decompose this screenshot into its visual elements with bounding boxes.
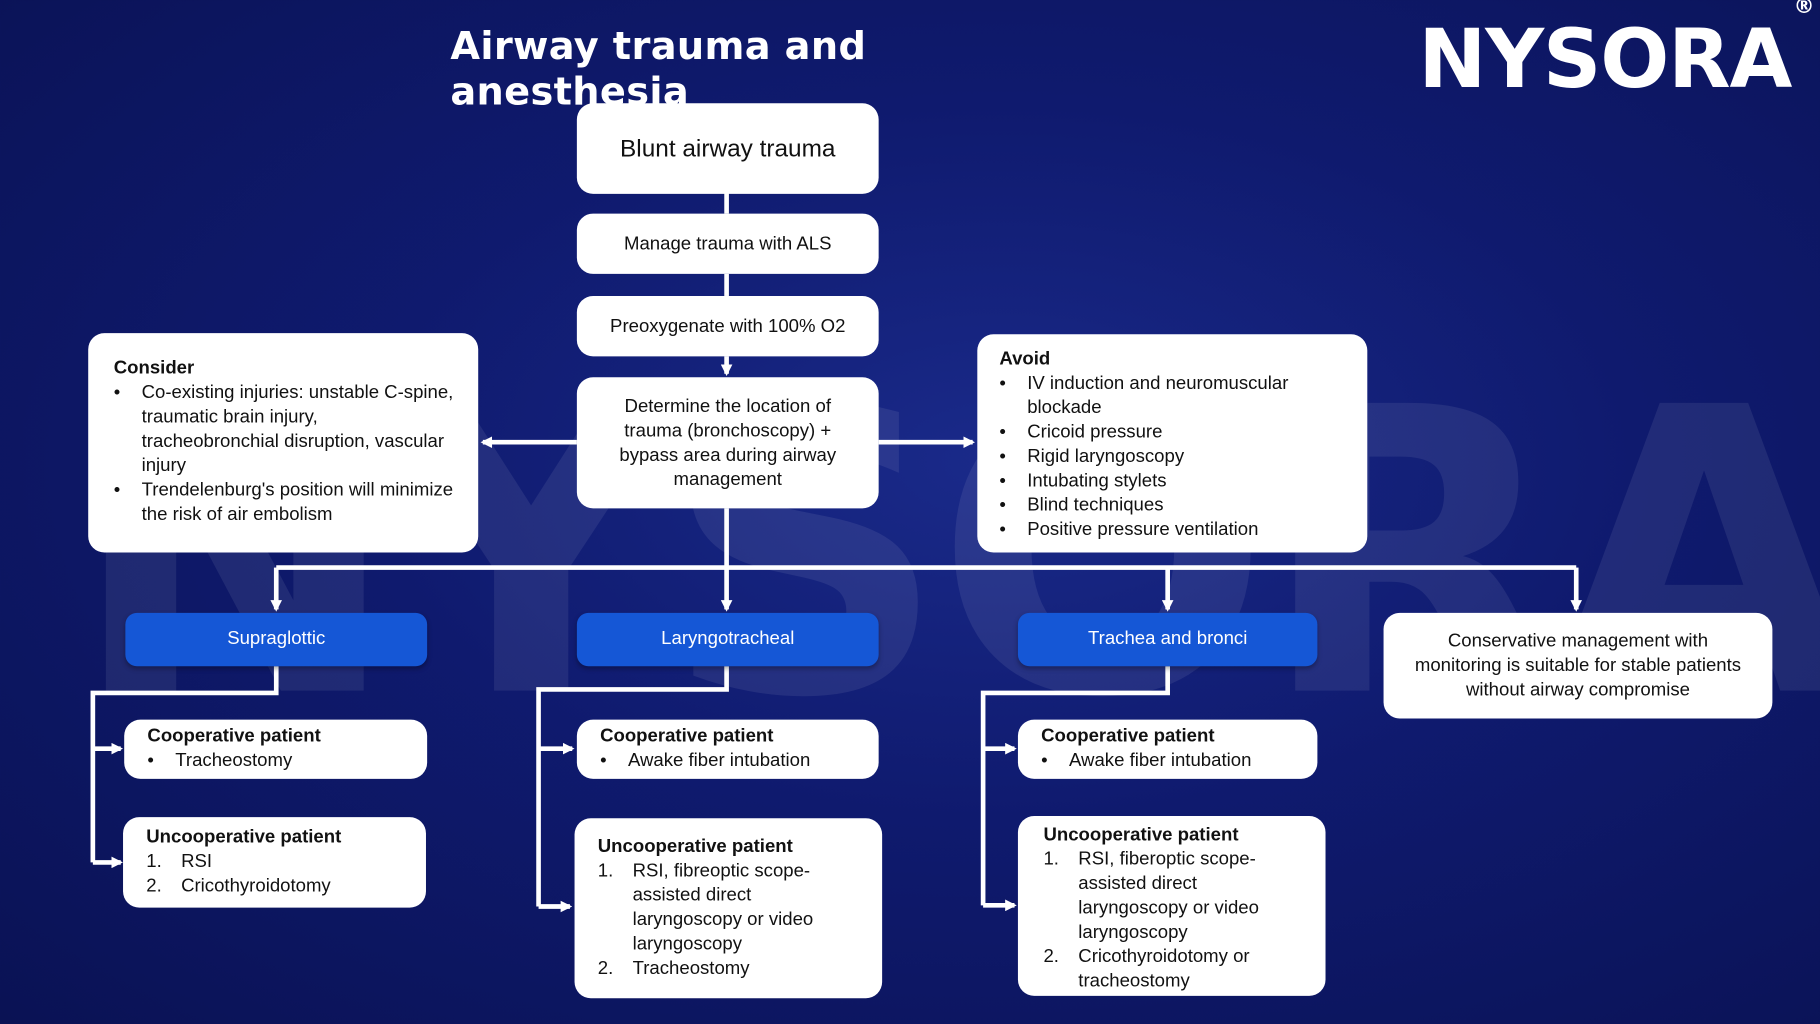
list-item: 2.Cricothyroidotomy	[146, 876, 331, 897]
connector-laryngotracheal-sub	[536, 666, 729, 907]
avoid-box: Avoid IV induction and neuromuscular blo…	[977, 334, 1368, 553]
node-conservative: Conservative management with monitoring …	[1383, 612, 1773, 719]
supraglottic-uncooperative: Uncooperative patient 1.RSI 2.Cricothyro…	[123, 817, 426, 908]
avoid-heading: Avoid	[999, 349, 1051, 370]
node-manage-als: Manage trauma with ALS	[576, 213, 879, 274]
node-blunt-airway-trauma: Blunt airway trauma	[576, 103, 879, 194]
list-item: 1.RSI, fibreoptic scope-assisted direct …	[597, 861, 814, 955]
supraglottic-cooperative: Cooperative patient Tracheostomy	[124, 719, 428, 779]
list-item: 1.RSI, fiberoptic scope-assisted direct …	[1043, 849, 1259, 943]
list-item: Awake fiber intubation	[600, 749, 858, 773]
laryngotracheal-uncooperative: Uncooperative patient 1.RSI, fibreoptic …	[574, 818, 883, 999]
list-item: 2.Tracheostomy	[597, 958, 750, 979]
list-item: Awake fiber intubation	[1041, 749, 1296, 773]
connector-trachea-sub	[980, 666, 1170, 906]
list-item: Co-existing injuries: unstable C-spine, …	[114, 381, 455, 478]
node-trachea-bronci: Trachea and bronci	[1017, 612, 1318, 667]
consider-box: Consider Co-existing injuries: unstable …	[88, 333, 479, 553]
node-laryngotracheal: Laryngotracheal	[576, 612, 879, 667]
node-preoxygenate: Preoxygenate with 100% O2	[576, 295, 879, 357]
nysora-logo: NYSORA®	[1418, 0, 1814, 107]
trachea-cooperative: Cooperative patient Awake fiber intubati…	[1017, 719, 1318, 779]
list-item: Rigid laryngoscopy	[999, 445, 1344, 469]
list-item: 2.Cricothyroidotomy or tracheostomy	[1043, 947, 1250, 992]
list-item: IV induction and neuromuscular blockade	[999, 371, 1344, 420]
list-item: Positive pressure ventilation	[999, 518, 1344, 542]
page-title: Airway trauma and anesthesia	[450, 23, 867, 114]
list-item: Trendelenburg's position will minimize t…	[114, 478, 455, 527]
node-supraglottic: Supraglottic	[125, 612, 428, 667]
list-item: Tracheostomy	[147, 749, 406, 773]
node-determine-location: Determine the location of trauma (bronch…	[576, 377, 879, 509]
list-item: 1.RSI	[146, 851, 213, 872]
trachea-uncooperative: Uncooperative patient 1.RSI, fiberoptic …	[1017, 815, 1326, 996]
list-item: Blind techniques	[999, 493, 1344, 517]
list-item: Intubating stylets	[999, 469, 1344, 493]
consider-heading: Consider	[113, 358, 195, 379]
laryngotracheal-cooperative: Cooperative patient Awake fiber intubati…	[576, 719, 879, 779]
list-item: Cricoid pressure	[999, 420, 1344, 444]
connector-supraglottic-sub	[90, 666, 279, 863]
